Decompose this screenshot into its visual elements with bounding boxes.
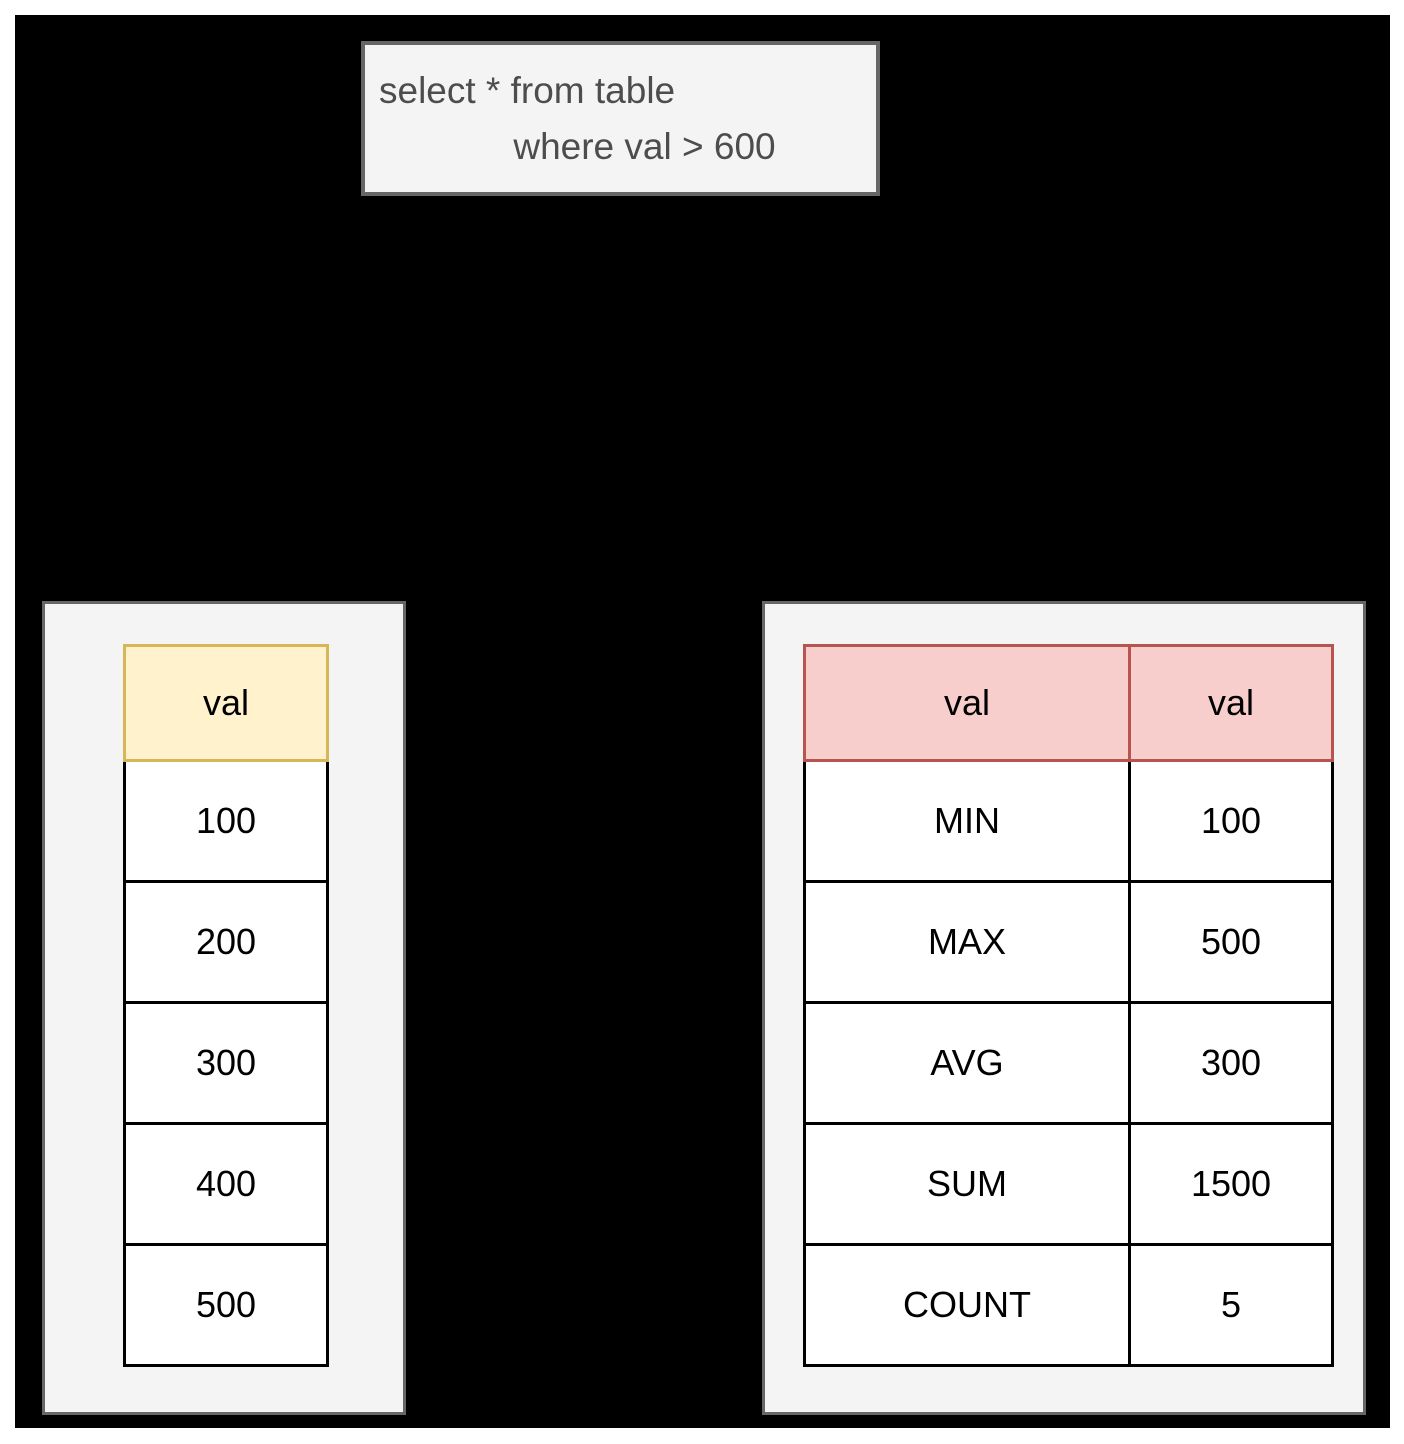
source-cell-val: 500 (123, 1243, 329, 1367)
table-header-row: val (123, 644, 329, 762)
table-row[interactable]: AVG 300 (803, 1001, 1334, 1125)
result-table-header-val-1: val (803, 644, 1131, 762)
source-cell-val: 400 (123, 1122, 329, 1246)
source-table-panel[interactable]: val 100 200 300 400 500 (42, 601, 406, 1415)
result-cell-value: 500 (1128, 880, 1334, 1004)
result-cell-value: 5 (1128, 1243, 1334, 1367)
result-table: val val MIN 100 MAX 500 AVG 300 SUM 15 (803, 644, 1334, 1367)
source-table-header-val: val (123, 644, 329, 762)
source-table: val 100 200 300 400 500 (123, 644, 329, 1367)
diagram-canvas: select * from table where val > 600 val … (15, 15, 1390, 1428)
result-cell-value: 300 (1128, 1001, 1334, 1125)
table-header-row: val val (803, 644, 1334, 762)
result-cell-label: SUM (803, 1122, 1131, 1246)
table-row[interactable]: MIN 100 (803, 759, 1334, 883)
result-cell-label: AVG (803, 1001, 1131, 1125)
source-cell-val: 100 (123, 759, 329, 883)
table-row[interactable]: 300 (123, 1001, 329, 1125)
source-cell-val: 300 (123, 1001, 329, 1125)
table-row[interactable]: 100 (123, 759, 329, 883)
table-row[interactable]: 200 (123, 880, 329, 1004)
result-table-header-val-2: val (1128, 644, 1334, 762)
table-row[interactable]: 500 (123, 1243, 329, 1367)
result-table-panel[interactable]: val val MIN 100 MAX 500 AVG 300 SUM 15 (762, 601, 1366, 1415)
result-cell-value: 1500 (1128, 1122, 1334, 1246)
table-row[interactable]: SUM 1500 (803, 1122, 1334, 1246)
result-cell-label: COUNT (803, 1243, 1131, 1367)
source-cell-val: 200 (123, 880, 329, 1004)
sql-query-line-2: where val > 600 (513, 125, 776, 167)
table-row[interactable]: COUNT 5 (803, 1243, 1334, 1367)
result-cell-label: MIN (803, 759, 1131, 883)
result-cell-label: MAX (803, 880, 1131, 1004)
table-row[interactable]: MAX 500 (803, 880, 1334, 1004)
table-row[interactable]: 400 (123, 1122, 329, 1246)
result-cell-value: 100 (1128, 759, 1334, 883)
sql-query-line-1: select * from table (379, 69, 676, 111)
sql-query-box[interactable]: select * from table where val > 600 (361, 41, 880, 196)
